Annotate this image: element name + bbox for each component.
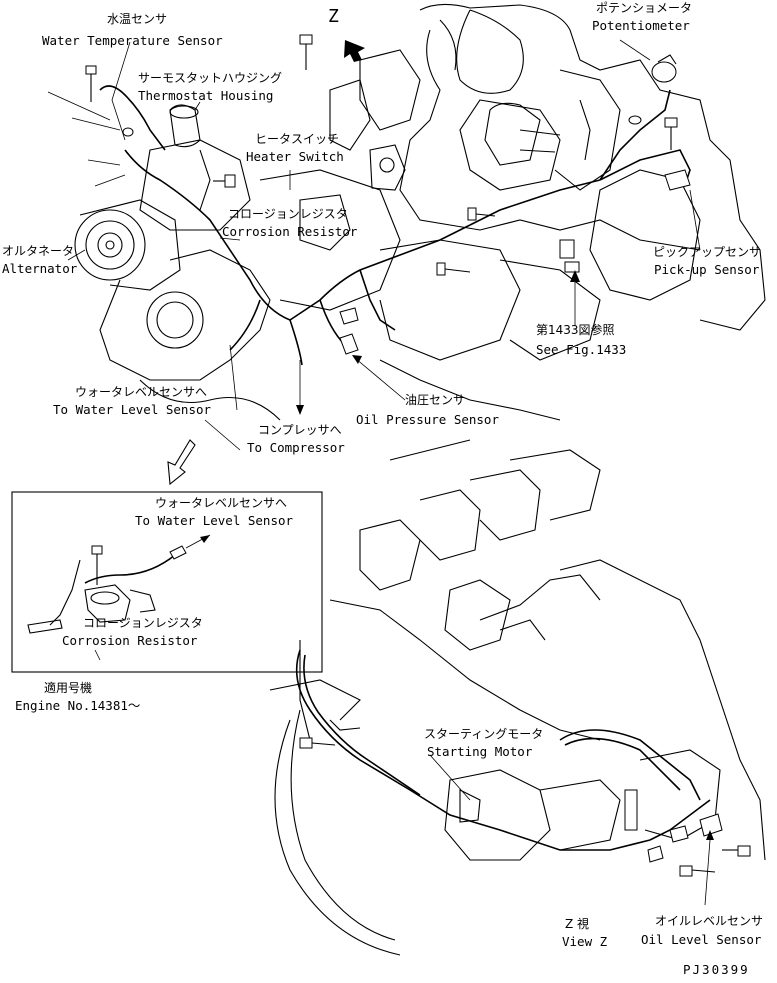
compressor-label-jp: コンプレッサへ — [258, 423, 342, 437]
thermostat-label: Thermostat Housing — [138, 88, 273, 103]
down-arrow-icon — [167, 439, 196, 486]
view-z-letter: Z — [328, 6, 339, 27]
water-temp-label: Water Temperature Sensor — [42, 33, 223, 48]
inset-corrosion-label: Corrosion Resistor — [62, 633, 198, 648]
inset-box — [11, 491, 323, 673]
leader-lines-lower — [429, 754, 714, 906]
lower-view-z-drawing — [269, 449, 766, 956]
bolt-icon — [664, 117, 678, 150]
potentiometer-label: Potentiometer — [592, 18, 690, 33]
oil-level-label: Oil Level Sensor — [641, 932, 762, 947]
bolt-icon — [467, 207, 496, 221]
oil-pressure-label-jp: 油圧センサ — [405, 393, 465, 407]
bolt-icon — [722, 845, 751, 857]
potentiometer-label-jp: ポテンショメータ — [596, 1, 692, 15]
inset-corrosion-label-jp: コロージョンレジスタ — [83, 616, 203, 630]
bolt-icon — [85, 65, 97, 102]
bolt-icon — [299, 737, 336, 749]
see-fig-label-jp: 第1433図参照 — [536, 322, 615, 337]
water-temp-label-jp: 水温センサ — [107, 12, 167, 26]
corrosion-label: Corrosion Resistor — [222, 224, 358, 239]
starting-motor-label: Starting Motor — [427, 744, 533, 759]
heater-switch-label-jp: ヒータスイッチ — [255, 132, 339, 146]
bolt-icon — [213, 174, 236, 188]
water-level-label: To Water Level Sensor — [53, 402, 212, 417]
view-z-label: View Z — [562, 934, 608, 949]
pickup-label: Pick-up Sensor — [654, 262, 760, 277]
inset-water-level-label-jp: ウォータレベルセンサへ — [155, 496, 287, 510]
compressor-label: To Compressor — [247, 440, 345, 455]
bolt-icon — [299, 34, 313, 70]
starting-motor-label-jp: スターティングモータ — [424, 727, 543, 741]
pickup-label-jp: ピックアップセンサ — [653, 245, 761, 259]
oil-pressure-label: Oil Pressure Sensor — [356, 412, 499, 427]
drawing-number: PJ30399 — [683, 962, 750, 977]
heater-switch-label: Heater Switch — [246, 149, 344, 164]
bolt-icon — [679, 865, 716, 877]
bolt-icon — [436, 262, 471, 276]
leader-lines-upper — [47, 39, 701, 451]
alternator-label: Alternator — [2, 261, 78, 276]
thermostat-label-jp: サーモスタットハウジング — [138, 71, 282, 85]
applicable-label-jp: 適用号機 — [44, 680, 92, 695]
view-z-arrow — [344, 40, 365, 62]
upper-engine-drawing — [74, 3, 766, 461]
corrosion-label-jp: コロージョンレジスタ — [228, 207, 348, 221]
inset-water-level-label: To Water Level Sensor — [135, 513, 294, 528]
see-fig-label: See Fig.1433 — [536, 342, 626, 357]
engine-no-label: Engine No.14381～ — [15, 698, 140, 713]
water-level-label-jp: ウォータレベルセンサへ — [75, 385, 207, 399]
view-z-label-jp: Z 視 — [565, 916, 589, 931]
alternator-label-jp: オルタネータ — [2, 244, 74, 258]
oil-level-label-jp: オイルレベルセンサ — [655, 914, 763, 928]
